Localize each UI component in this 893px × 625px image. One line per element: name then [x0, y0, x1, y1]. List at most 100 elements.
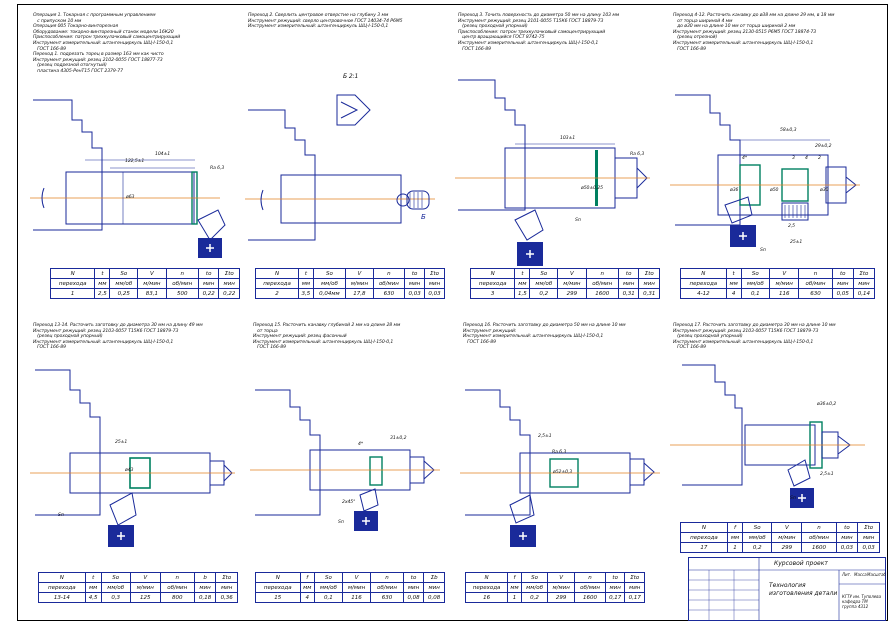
- table-cell: V: [771, 522, 803, 533]
- table-cell: 2,5: [94, 288, 111, 299]
- table-cell: 83,1: [137, 288, 167, 299]
- table-cell: 0,31: [617, 288, 640, 299]
- table-cell: мин: [218, 278, 240, 289]
- table-cell: Σto: [424, 268, 445, 279]
- panel-6-dim-0: 4*: [358, 442, 364, 447]
- table-cell: to: [197, 268, 220, 279]
- table-cell: мм: [84, 582, 102, 593]
- table-cell: перехода: [680, 532, 728, 543]
- table-cell: мин: [402, 582, 425, 593]
- table-cell: м/мин: [129, 582, 161, 593]
- panel-4-dim-9: Sп: [760, 248, 766, 253]
- table-cell: 500: [165, 288, 199, 299]
- table-cell: мин: [624, 582, 645, 593]
- table-cell: n: [801, 522, 837, 533]
- panel-1: Операция 1. Токарная с программным управ…: [30, 10, 240, 310]
- table-cell: мм/об: [313, 582, 343, 593]
- table-cell: об/мин: [165, 278, 199, 289]
- table-cell: So: [312, 268, 347, 279]
- table-cell: N: [680, 268, 727, 279]
- table-cell: So: [100, 572, 131, 583]
- panel-8-dim-1: 2,5±1: [820, 472, 834, 477]
- table-cell: мм: [725, 278, 742, 289]
- table-cell: V: [547, 572, 576, 583]
- panel-7-dim-1: Ra 6,3: [552, 450, 567, 455]
- table-cell: мм: [514, 278, 531, 289]
- title-block-col-2: Масса: [854, 572, 867, 577]
- panel-4-dim-10: 2,5: [788, 224, 796, 229]
- panel-5-drawing: [30, 369, 235, 547]
- title-block-title: Технология изготовления детали: [769, 582, 838, 597]
- table-cell: 1600: [574, 592, 606, 603]
- table-cell: 1600: [585, 288, 619, 299]
- table-cell: мин: [193, 582, 217, 593]
- panel-4-dim-5: 2: [818, 156, 821, 161]
- table-cell: So: [740, 268, 771, 279]
- table-cell: мм/об: [520, 582, 549, 593]
- panel-2-dim-0: Б 2:1: [343, 73, 359, 80]
- table-cell: V: [345, 268, 374, 279]
- panel-2-text: Переход 2. Сверлить центровое отверстие …: [248, 13, 403, 30]
- table-cell: мм/об: [529, 278, 559, 289]
- table-cell: N: [254, 268, 300, 279]
- table-cell: 0,36: [215, 592, 238, 603]
- drawing-sheet: [17, 4, 888, 621]
- table-cell: 0,2: [742, 542, 773, 553]
- table-cell: 0,08: [423, 592, 445, 603]
- table-cell: V: [557, 268, 587, 279]
- table-cell: 116: [769, 288, 800, 299]
- panel-4-text: Переход 4-12. Расточить канавку до ø38 м…: [673, 13, 835, 52]
- table-cell: 4,5: [84, 592, 102, 603]
- table-cell: to: [404, 268, 426, 279]
- panel-3: Переход 3. Точить поверхность до диаметр…: [455, 10, 665, 310]
- panel-1-dim-3: ø63: [126, 195, 135, 200]
- table-cell: мм: [299, 582, 315, 593]
- table-cell: об/мин: [801, 532, 837, 543]
- table-cell: 13-14: [38, 592, 86, 603]
- table-cell: f: [299, 572, 315, 583]
- panel-6: Переход 15. Расточить канавку глубиной 2…: [250, 320, 455, 620]
- table-cell: мм/об: [740, 278, 771, 289]
- table-cell: V: [129, 572, 161, 583]
- table-cell: мм: [298, 278, 314, 289]
- title-block-grid: [689, 558, 885, 620]
- table-cell: мм/об: [109, 278, 139, 289]
- table-cell: V: [769, 268, 800, 279]
- table-cell: мин: [852, 278, 876, 289]
- panel-4-dim-0: 58±0,3: [780, 128, 797, 133]
- table-cell: t: [84, 572, 102, 583]
- title-block-top-label: Курсовой проект: [774, 560, 828, 567]
- panel-8: Переход 17. Расточить заготовку до диаме…: [670, 320, 885, 553]
- table-cell: to: [835, 522, 859, 533]
- table-cell: об/мин: [574, 582, 606, 593]
- table-cell: 299: [547, 592, 576, 603]
- table-cell: So: [520, 572, 549, 583]
- panel-2: Переход 2. Сверлить центровое отверстие …: [245, 10, 450, 310]
- table-cell: перехода: [680, 278, 727, 289]
- table-cell: 0,08: [402, 592, 425, 603]
- table-cell: n: [370, 572, 404, 583]
- panel-6-dim-1: 31±0,2: [390, 436, 407, 441]
- table-cell: 0,14: [852, 288, 876, 299]
- panel-5: Переход 13-14. Расточить заготовку до ди…: [30, 320, 245, 620]
- table-cell: мм/об: [100, 582, 131, 593]
- table-cell: перехода: [469, 278, 516, 289]
- panel-3-dim-2: ø50±0,25: [581, 186, 603, 191]
- panel-5-text: Переход 13-14. Расточить заготовку до ди…: [33, 323, 203, 351]
- panel-3-dim-3: Sп: [575, 218, 581, 223]
- table-cell: f: [507, 572, 522, 583]
- table-cell: N: [255, 572, 301, 583]
- table-cell: Σto: [857, 522, 880, 533]
- table-cell: 630: [798, 288, 833, 299]
- table-cell: Σto: [624, 572, 645, 583]
- table-cell: 0,17: [604, 592, 626, 603]
- table-cell: 0,3: [100, 592, 131, 603]
- table-cell: 630: [370, 592, 404, 603]
- table-cell: перехода: [38, 582, 86, 593]
- panel-1-dim-2: Ra 6,3: [210, 166, 225, 171]
- title-block-col-3: Масштаб: [867, 572, 887, 577]
- table-cell: n: [165, 268, 199, 279]
- table-cell: мин: [857, 532, 880, 543]
